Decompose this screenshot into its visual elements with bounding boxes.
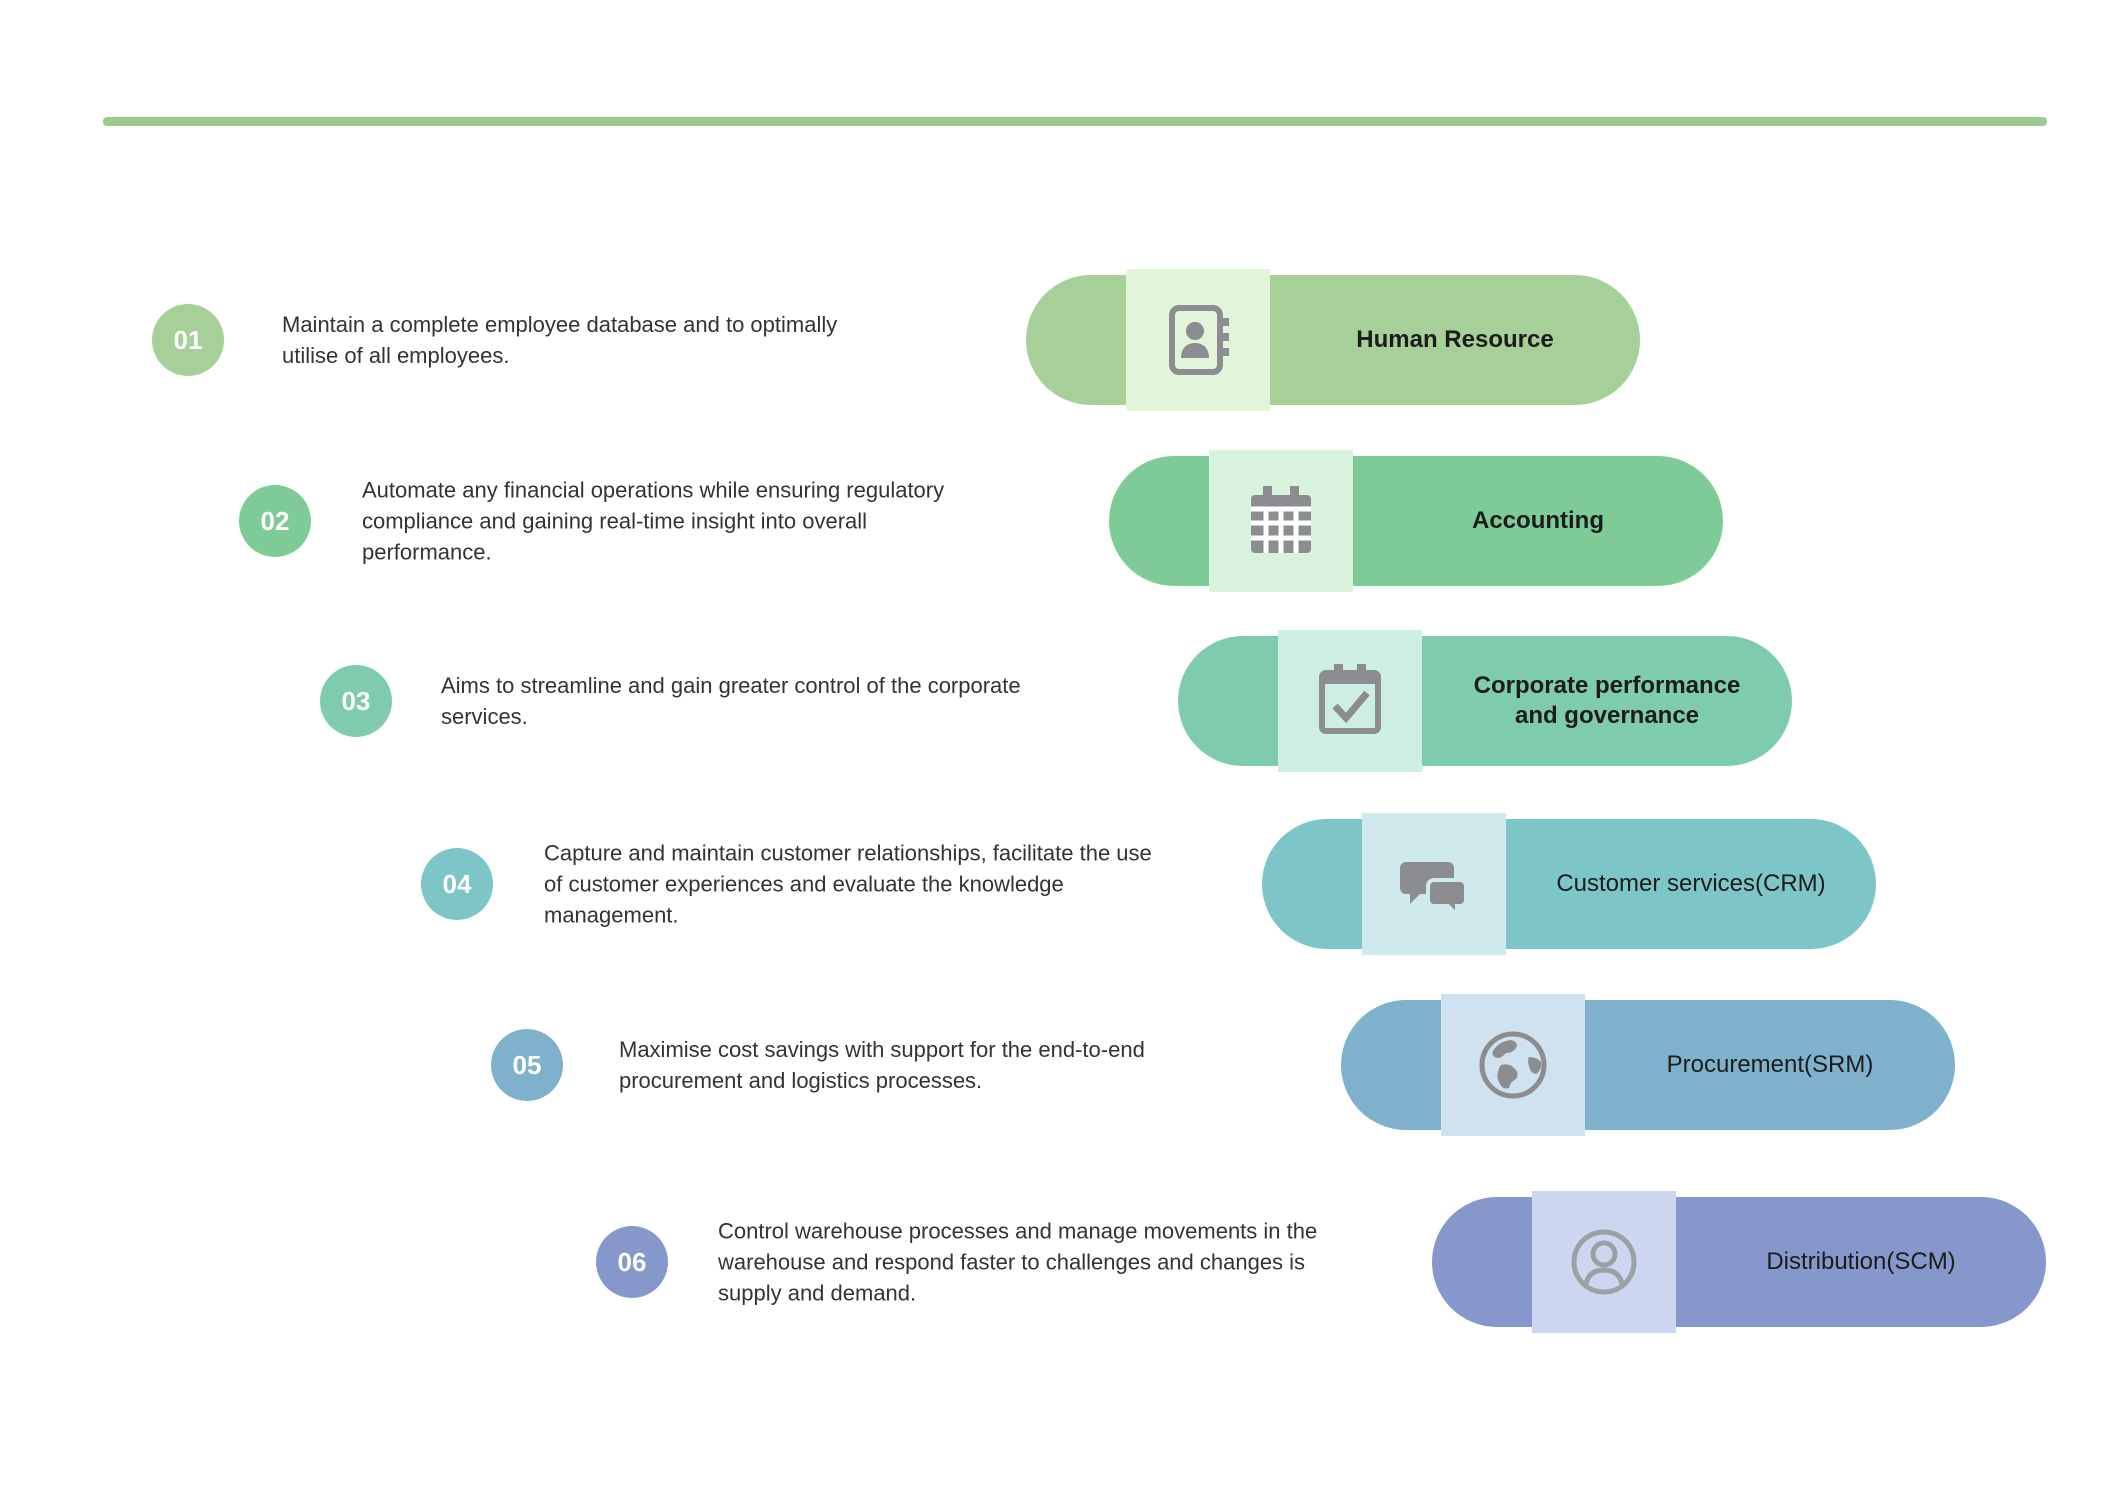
address-book-icon [1169, 305, 1229, 375]
module-label: Customer services(CRM) [1556, 870, 1826, 897]
step-description-06: Control warehouse processes and manage m… [718, 1218, 1318, 1306]
module-badge-human-resource: Human Resource [1026, 269, 1640, 411]
step-description-03: Aims to streamline and gain greater cont… [441, 673, 1021, 729]
step-description-05: Maximise cost savings with support for t… [619, 1037, 1145, 1093]
step-number-06: 06 [596, 1226, 668, 1298]
module-badge-accounting: Accounting [1109, 450, 1723, 592]
icon-box [1362, 813, 1506, 955]
module-badge-customer-services: Customer services(CRM) [1262, 813, 1876, 955]
module-label: Corporate performance and governance [1473, 672, 1741, 729]
module-badge-distribution: Distribution(SCM) [1432, 1191, 2046, 1333]
module-label: Human Resource [1356, 326, 1554, 353]
step-description-04: Capture and maintain customer relationsh… [544, 840, 1152, 928]
icon-box [1278, 630, 1422, 772]
step-description-02: Automate any financial operations while … [362, 477, 945, 565]
icon-box [1532, 1191, 1676, 1333]
step-number-02: 02 [239, 485, 311, 557]
module-label: Procurement(SRM) [1666, 1051, 1874, 1078]
step-number-05: 05 [491, 1029, 563, 1101]
module-badge-corporate-performance: Corporate performance and governance [1178, 630, 1792, 772]
calendar-check-icon [1319, 664, 1381, 734]
calendar-icon [1251, 486, 1311, 553]
step-number-01: 01 [152, 304, 224, 376]
icon-box [1441, 994, 1585, 1136]
step-number-03: 03 [320, 665, 392, 737]
step-description-01: Maintain a complete employee database an… [282, 312, 838, 368]
chat-bubbles-icon [1400, 862, 1468, 920]
module-label: Accounting [1472, 507, 1604, 534]
icon-box [1209, 450, 1353, 592]
module-label: Distribution(SCM) [1766, 1248, 1956, 1275]
icon-box [1126, 269, 1270, 411]
globe-icon [1479, 1031, 1547, 1099]
user-icon [1571, 1229, 1637, 1295]
top-accent-bar [103, 117, 2047, 126]
module-badge-procurement: Procurement(SRM) [1341, 994, 1955, 1136]
step-number-04: 04 [421, 848, 493, 920]
